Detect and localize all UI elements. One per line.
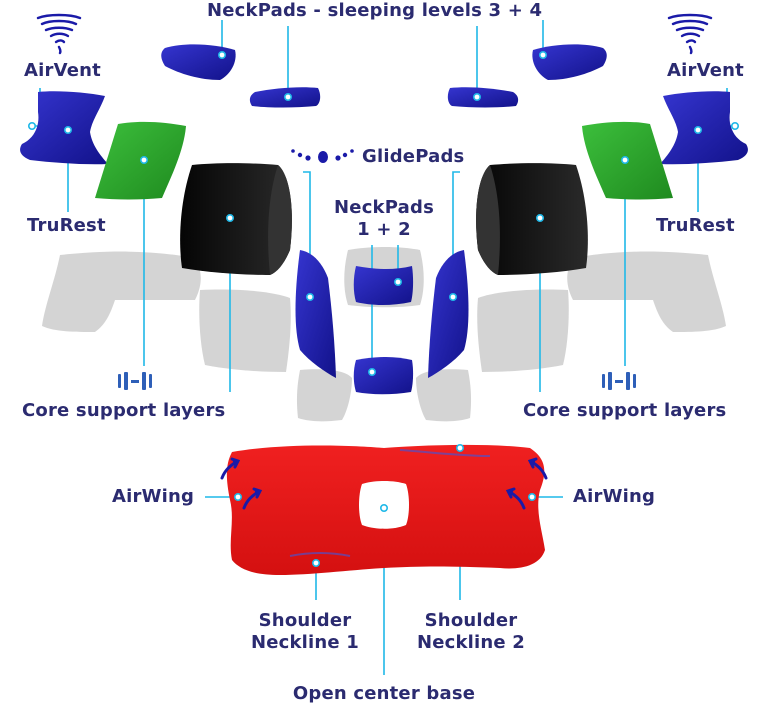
label-shoulder1-line2: Neckline 1: [250, 632, 360, 653]
dumbbell-icon: [118, 372, 152, 390]
leader-lines: [32, 20, 735, 675]
label-airwing-left: AirWing: [112, 486, 195, 507]
label-neckpads-12-line2: 1 + 2: [357, 219, 411, 240]
label-neckpads-12-line1: NeckPads: [334, 197, 434, 218]
leader-dots: [27, 50, 739, 567]
label-airwing-right: AirWing: [573, 486, 656, 507]
core-support-layers: [180, 163, 588, 275]
label-open-center: Open center base: [292, 683, 476, 704]
label-shoulder2-line1: Shoulder: [424, 610, 518, 631]
glidepads: [295, 250, 469, 378]
label-core-left: Core support layers: [22, 400, 226, 421]
label-shoulder2-line2: Neckline 2: [416, 632, 526, 653]
dots-icon: [291, 149, 354, 163]
label-airvent-right: AirVent: [667, 60, 744, 81]
gray-shadow-shapes: [42, 247, 726, 422]
airwing-arrows: [220, 457, 548, 510]
airvent-pieces: [20, 91, 748, 165]
dumbbell-icon: [602, 372, 636, 390]
neckpads-1-2: [353, 266, 414, 395]
tornado-icon: [667, 13, 713, 55]
label-trurest-right: TruRest: [656, 215, 735, 236]
label-glidepads: GlidePads: [362, 146, 465, 167]
label-airvent-left: AirVent: [24, 60, 101, 81]
label-neckpads-levels: NeckPads - sleeping levels 3 + 4: [207, 0, 543, 21]
tornado-icon: [36, 13, 82, 55]
label-shoulder1-line1: Shoulder: [258, 610, 352, 631]
label-core-right: Core support layers: [523, 400, 727, 421]
label-trurest-left: TruRest: [27, 215, 106, 236]
